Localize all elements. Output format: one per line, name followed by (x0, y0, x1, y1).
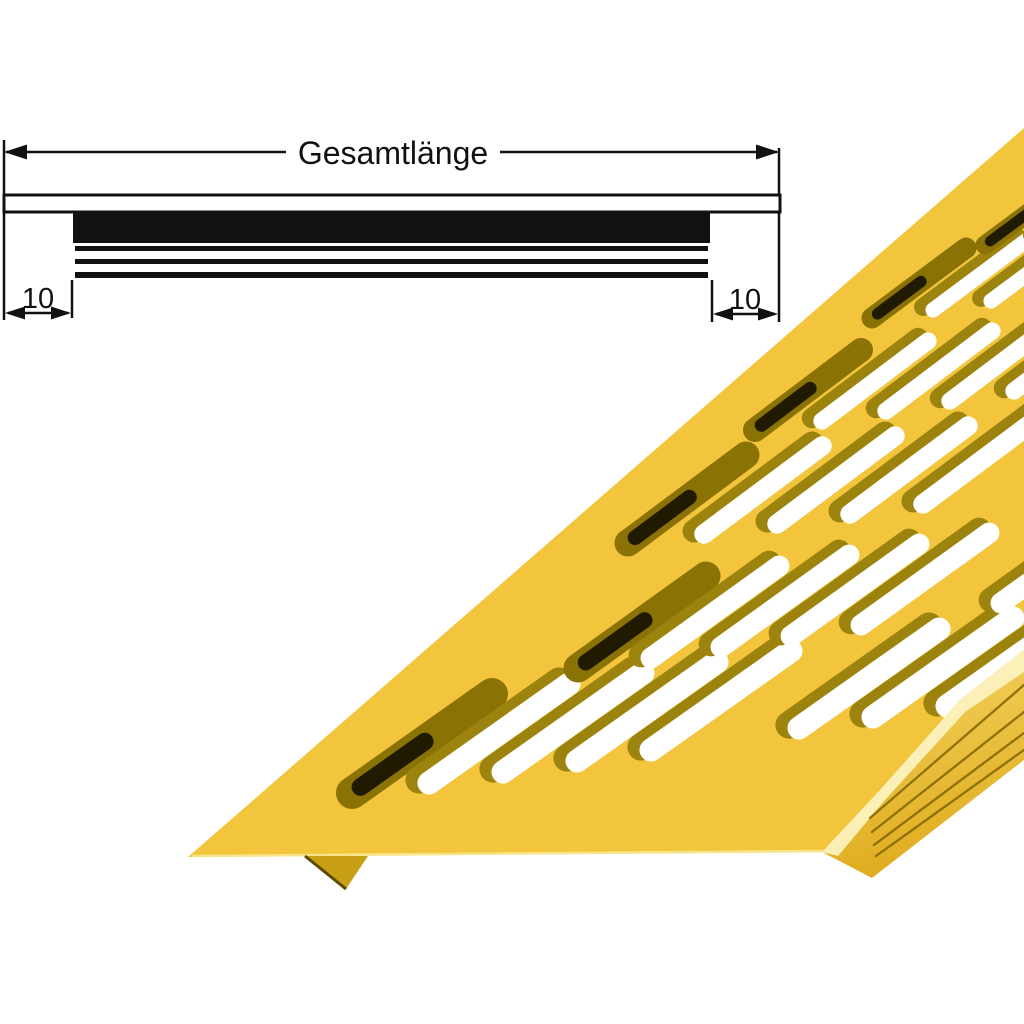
profile-cross-section (2, 193, 782, 278)
slot-shape (871, 275, 927, 320)
slot-shape (710, 544, 860, 658)
mounting-tab (305, 856, 368, 889)
slot-shape (640, 555, 790, 669)
rib-stripe (75, 246, 708, 251)
slot-shape (565, 650, 729, 773)
slot-shape (913, 406, 1024, 514)
slot-shape (813, 332, 937, 430)
profile-top-flange (2, 193, 782, 214)
slot-shape (754, 381, 817, 432)
slot-shape (767, 426, 905, 534)
rib-stripe (75, 272, 708, 278)
slot-shape (351, 732, 434, 796)
arrowhead-left (713, 307, 733, 321)
dimension-gesamtlaenge: Gesamtlänge (4, 135, 779, 171)
slot-shape (840, 416, 978, 524)
profile-rib-stripes (75, 246, 708, 278)
slot-shape (990, 500, 1024, 614)
grille-render (188, 128, 1024, 891)
slot-shape (694, 436, 832, 544)
slot-shape (780, 533, 930, 647)
right-inset-dimension: 10 (713, 284, 778, 321)
grille-front-edge-highlight (822, 650, 1024, 856)
slot-shape (941, 312, 1024, 410)
arrowhead-left (5, 306, 25, 320)
grille-bottom-edge-highlight (191, 849, 827, 858)
profile-gasket-bar (73, 212, 710, 243)
slot-shape (984, 207, 1024, 247)
slot-shape (639, 639, 803, 762)
slot-shape (787, 617, 951, 740)
slot-shape (577, 612, 653, 671)
slot-shape (877, 322, 1001, 420)
slot-shape (914, 228, 1024, 316)
front-edge-groove (870, 710, 1024, 834)
mounting-tab-shadow-edge (304, 854, 347, 891)
slot-shape (983, 223, 1024, 309)
slot-shape (972, 219, 1024, 307)
arrowhead-right (756, 144, 779, 160)
arrowhead-right (51, 306, 71, 320)
left-inset-dimension: 10 (5, 283, 71, 320)
grille-front-edge (822, 650, 1024, 878)
grille-front-edge-grooves (868, 683, 1024, 858)
slot-shape (627, 489, 697, 546)
front-edge-groove (868, 683, 1024, 820)
arrowhead-right (758, 307, 778, 321)
gesamtlaenge-label: Gesamtlänge (298, 135, 488, 171)
right-inset-label: 10 (729, 284, 761, 316)
arrowhead-left (4, 144, 27, 160)
slot-shape (861, 606, 1024, 729)
left-inset-label: 10 (22, 283, 54, 315)
grille-panel (188, 128, 1024, 857)
slot-shape (850, 522, 1000, 636)
slot-shape (925, 232, 1024, 318)
technical-drawing: Gesamtlänge 10 10 (2, 135, 782, 322)
front-edge-groove (872, 731, 1024, 847)
slot-shape (491, 661, 655, 784)
slot-shape (417, 672, 581, 795)
grille-slots (336, 163, 1024, 809)
rib-stripe (75, 259, 708, 264)
front-edge-groove (874, 748, 1024, 858)
